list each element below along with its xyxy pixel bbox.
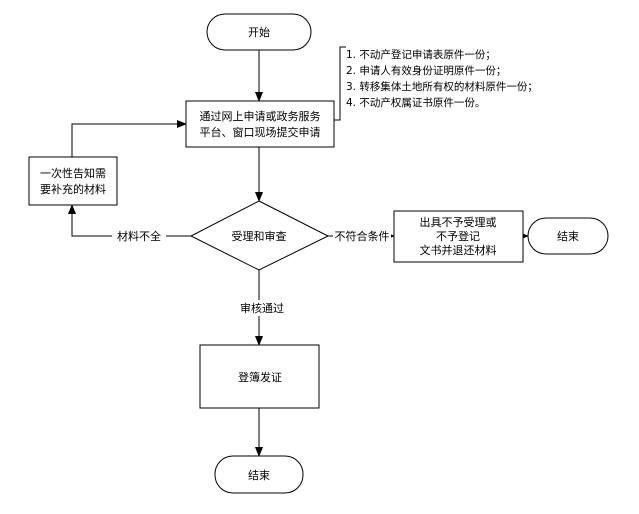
reject-label-line1: 出具不予受理或 <box>420 215 497 229</box>
submit-process <box>185 100 335 148</box>
issue-process <box>199 344 320 409</box>
notify-process <box>28 156 118 206</box>
end-right-label: 结束 <box>557 230 579 243</box>
edge-not-qualified-label: 不符合条件 <box>335 229 390 243</box>
reject-label-line3: 文书并退还材料 <box>420 243 497 257</box>
reject-process <box>393 210 524 263</box>
edge-incomplete-label: 材料不全 <box>117 229 161 243</box>
materials-bracket <box>334 46 346 121</box>
edge-approved-bg <box>234 300 290 316</box>
review-decision <box>189 200 330 271</box>
arrow-notify-to-submit <box>71 120 187 157</box>
end-bottom-label: 结束 <box>248 469 270 482</box>
materials-item-4: 4. 不动产权属证书原件一份。 <box>346 96 485 109</box>
notify-label-line2: 要补充的材料 <box>40 182 106 196</box>
start-terminal <box>206 13 312 51</box>
notify-label-line1: 一次性告知需 <box>40 166 106 180</box>
submit-label-line2: 平台、窗口现场提交申请 <box>200 125 321 139</box>
end-terminal-bottom <box>214 455 304 494</box>
issue-label: 登簿发证 <box>238 370 282 384</box>
reject-label-line2: 不予登记 <box>436 229 480 243</box>
materials-item-2: 2. 申请人有效身份证明原件一份； <box>346 64 506 77</box>
submit-label-line1: 通过网上申请或政务服务 <box>200 109 321 123</box>
materials-item-1: 1. 不动产登记申请表原件一份； <box>346 48 496 61</box>
start-label: 开始 <box>248 25 270 39</box>
materials-item-3: 3. 转移集体土地所有权的材料原件一份； <box>346 80 538 93</box>
materials-list: 1. 不动产登记申请表原件一份； 2. 申请人有效身份证明原件一份； 3. 转移… <box>346 48 538 109</box>
end-terminal-right <box>527 217 609 255</box>
edge-approved-label: 审核通过 <box>240 301 284 315</box>
review-label: 受理和审查 <box>232 229 287 243</box>
edge-incomplete-bg <box>112 228 166 244</box>
edge-not-qualified-bg <box>333 228 391 244</box>
